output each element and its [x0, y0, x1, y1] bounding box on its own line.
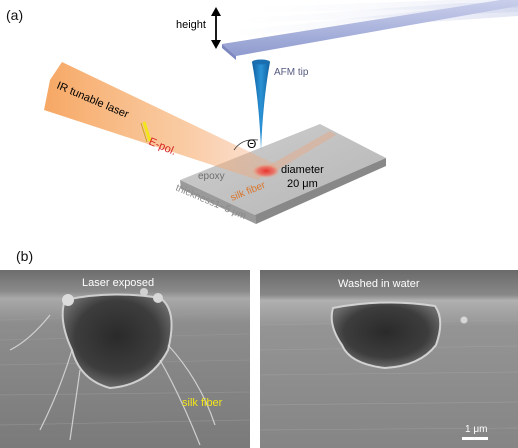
- scale-bar: [462, 437, 488, 440]
- silk-fiber-label-b: silk fiber: [182, 397, 223, 409]
- panel-a-label: (a): [6, 7, 23, 23]
- sem-image-washed: Washed in water 1 μm: [259, 270, 518, 448]
- panel-b: (b) Laser exposed silk f: [0, 248, 518, 448]
- panel-b-label: (b): [16, 248, 33, 264]
- panel-a: (a) height AFM tip: [6, 0, 518, 224]
- afm-cantilever: [222, 0, 518, 60]
- polarizer-icon: [140, 121, 152, 143]
- left-sem-title: Laser exposed: [82, 277, 154, 289]
- theta-arc: [233, 139, 259, 151]
- height-arrow: [211, 7, 221, 49]
- focus-spot: [252, 164, 280, 178]
- afm-tip-label: AFM tip: [274, 67, 309, 78]
- diameter-value: 20 μm: [287, 178, 318, 190]
- height-label: height: [176, 19, 206, 31]
- substrate-plate: [180, 124, 386, 224]
- right-sem-title: Washed in water: [338, 278, 420, 290]
- diameter-label: diameter: [281, 164, 324, 176]
- laser-beam: [44, 62, 336, 180]
- theta-label: Θ: [247, 137, 256, 151]
- scale-bar-label: 1 μm: [465, 424, 487, 435]
- epoxy-label: epoxy: [198, 171, 225, 182]
- afm-tip: [252, 62, 270, 150]
- sem-image-laser-exposed: Laser exposed silk fiber: [0, 270, 251, 448]
